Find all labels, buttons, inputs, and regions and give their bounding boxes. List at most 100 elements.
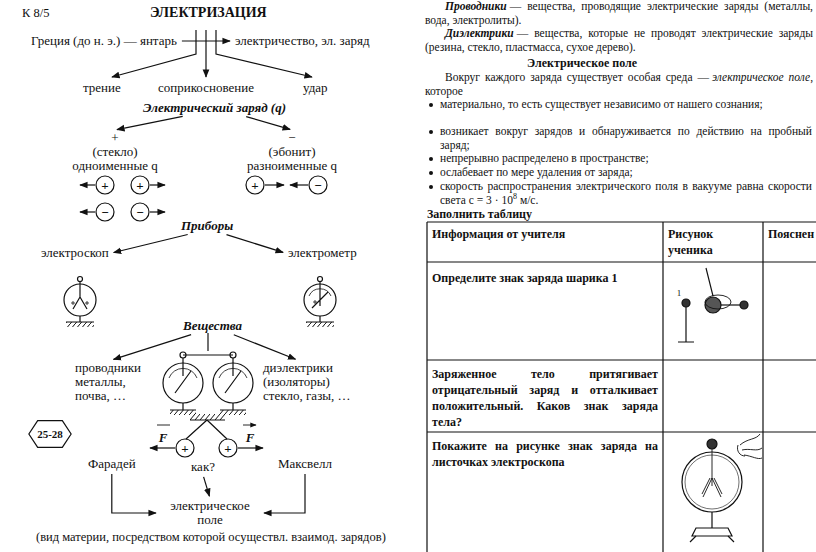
concept-node: электричество, эл. заряд (232, 33, 373, 49)
connector-arrow (114, 235, 188, 253)
paragraph-text: Проводники (445, 0, 507, 12)
text-label: Покажите на рисунке знак заряда на листо… (432, 438, 658, 470)
node-text: (эбонит) (235, 145, 349, 159)
bullet-item: материально, то есть существует независи… (440, 98, 812, 112)
connector-arrow (234, 335, 296, 360)
symbol-label: F (159, 431, 168, 444)
bullet-item: возникает вокруг зарядов и обнаруживаетс… (440, 125, 812, 152)
bullet-dot (429, 157, 433, 161)
concept-node: Приборы (178, 218, 236, 234)
hand-sketch (737, 434, 762, 459)
concept-node: −(эбонит)разноименные q (232, 130, 352, 174)
connector-arrow (246, 117, 290, 130)
electrometer-symbol (304, 277, 336, 328)
text-label: Определите знак заряда шарика 1 (432, 270, 658, 286)
diagram-title: ЭЛЕКТРИЗАЦИЯ (150, 5, 267, 21)
concept-node: удар (300, 80, 331, 96)
paragraph-text: скорость распространения электрического … (440, 180, 812, 206)
concept-node: диэлектрики(изоляторы)стекло, газы, … (260, 360, 354, 404)
paragraph: Диэлектрики— вещества, которые не провод… (425, 27, 813, 54)
node-text: + (58, 131, 172, 145)
symbol-label: + (251, 179, 258, 192)
node-text: Максвелл (278, 457, 332, 471)
symbol-label: − (101, 206, 108, 219)
paragraph-text: ослабевает по мере удаления от заряда; (440, 166, 633, 178)
symbol-label: + (136, 179, 143, 192)
node-text: диэлектрики (263, 361, 351, 375)
node-text: одноименные q (58, 159, 172, 173)
symbol-label: − (314, 179, 321, 192)
bullet-dot (429, 171, 433, 175)
connector-arrow (182, 40, 230, 41)
concept-node: проводникиметаллы,почва, … (72, 360, 144, 404)
concept-node: +(стекло)одноименные q (55, 130, 175, 174)
node-text: электрическое поле (161, 499, 259, 527)
charged-balls-picture (678, 268, 748, 342)
node-text: удар (303, 81, 328, 95)
node-text: (стекло) (58, 145, 172, 159)
text-label: К 8/5 (22, 6, 49, 21)
concept-node: Греция (до н. э.) — янтарь (28, 33, 180, 49)
concept-node: электроскоп (38, 245, 112, 261)
symbol-label: F (246, 431, 255, 444)
concept-node: соприкосновение (155, 80, 257, 96)
node-text: разноименные q (235, 159, 349, 173)
symbol-label: + (101, 179, 108, 192)
paragraph: Вокруг каждого заряда существует особая … (425, 71, 813, 98)
text-label: Электрическое поле (527, 56, 637, 71)
concept-node: как? (188, 459, 218, 475)
paragraph-text: материально, то есть существует независи… (440, 98, 763, 110)
text-label: Пояснен (768, 226, 814, 242)
node-text: электрометр (288, 246, 357, 260)
concept-node: Электрический заряд (q) (140, 100, 289, 116)
concept-node: трение (80, 80, 124, 96)
node-text: трение (83, 81, 121, 95)
text-label: Рисунок ученика (668, 226, 760, 258)
electroscope-picture (682, 434, 762, 542)
bullet-dot (429, 130, 433, 134)
node-text: Вещества (183, 319, 242, 333)
paragraph-text: 8 (513, 192, 517, 201)
node-text: стекло, газы, … (263, 389, 351, 403)
text-label: Заряженное тело притягивает отрицательны… (432, 366, 658, 430)
paragraph-text: м/с. (520, 194, 538, 206)
symbol-label: 1 (677, 289, 682, 298)
paragraph-text: Вокруг каждого заряда существует особая … (445, 71, 709, 83)
bullet-item: непрерывно распределено в пространстве; (440, 152, 812, 166)
concept-node: электрическое поле (158, 498, 262, 528)
node-text: проводники (75, 361, 141, 375)
paragraph-text: непрерывно распределено в пространстве; (440, 152, 649, 164)
paragraph-text: возникает вокруг зарядов и обнаруживаетс… (440, 125, 812, 151)
branch-line (205, 30, 206, 77)
node-text: почва, … (75, 389, 141, 403)
node-text: 25-28 (37, 427, 63, 441)
symbol-label: + (181, 442, 188, 455)
text-label: Информация от учителя (432, 226, 658, 242)
node-text: Электрический заряд (q) (143, 101, 286, 115)
node-text: электричество, эл. заряд (235, 34, 370, 48)
concept-node: Вещества (180, 318, 245, 334)
bullet-dot (429, 103, 433, 107)
node-text: Греция (до н. э.) — янтарь (31, 34, 177, 48)
node-text: как? (191, 460, 215, 474)
hanging-charges (150, 414, 263, 457)
concept-node: Фарадей (85, 456, 139, 472)
node-text: электроскоп (41, 246, 109, 260)
paragraph-text: электрическое поле (712, 71, 810, 83)
bullet-item: ослабевает по мере удаления от заряда; (440, 166, 812, 180)
connector-arrow (204, 477, 210, 496)
electroscope-symbol (64, 277, 96, 328)
table-grid (427, 222, 816, 552)
symbol-label: − (136, 206, 143, 219)
two-electrometers (163, 333, 253, 415)
node-text: Фарадей (88, 457, 136, 471)
connector-arrow (264, 474, 305, 513)
node-text: Приборы (181, 219, 233, 233)
bullet-item: скорость распространения электрического … (440, 180, 812, 207)
concept-node: Максвелл (275, 456, 335, 472)
connector-arrow (114, 335, 192, 360)
bullet-dot (429, 185, 433, 189)
node-text: соприкосновение (158, 81, 254, 95)
concept-node: электрометр (285, 245, 360, 261)
